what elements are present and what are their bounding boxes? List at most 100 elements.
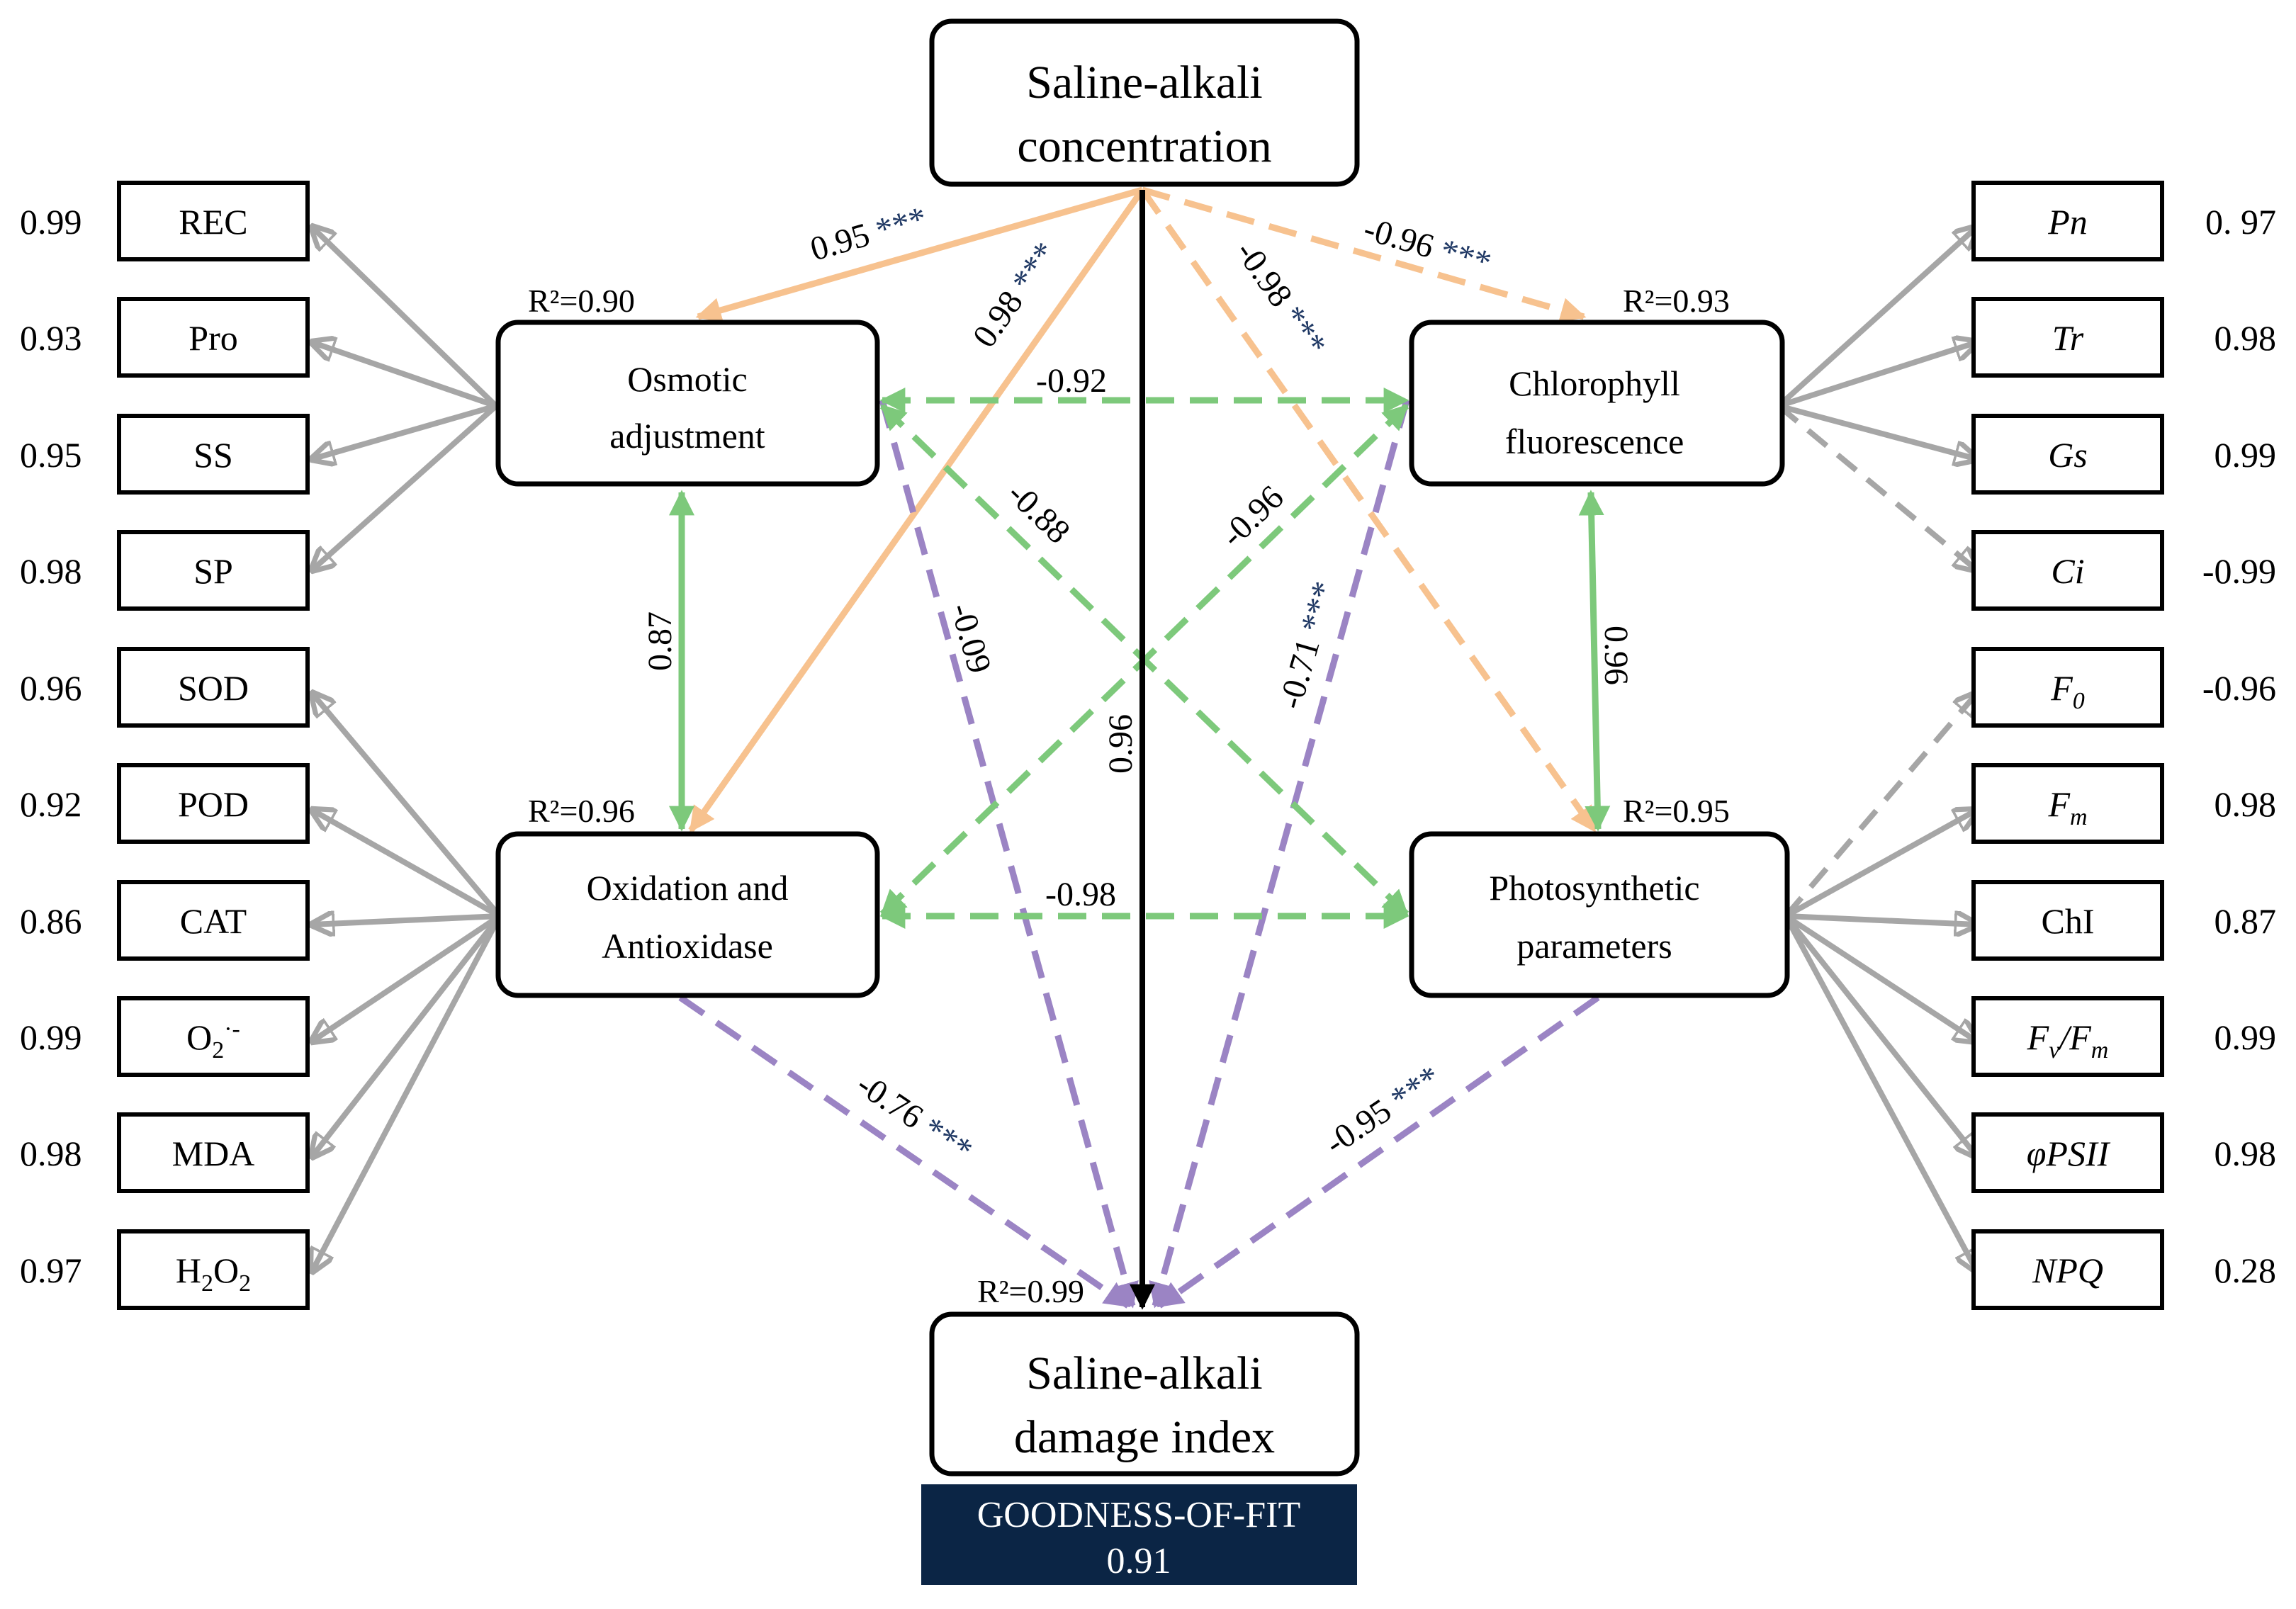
edge-osm-rec [312, 227, 498, 408]
indicator-mda: MDA 0.98 [20, 1112, 310, 1193]
svg-text:MDA: MDA [172, 1134, 255, 1173]
svg-text:Gs: Gs [2048, 435, 2088, 475]
edge-chl-pn [1777, 227, 1977, 408]
chlorophyll-r2: R²=0.93 [1623, 283, 1730, 319]
edge-oxi-dmg [678, 995, 1130, 1309]
indicator-sp: SP 0.98 [20, 530, 310, 611]
label-osm-oxi: 0.87 [641, 611, 679, 671]
label-conc-oxi: 0.98 *** [965, 235, 1064, 354]
indicator-superoxide: O2·- 0.99 [20, 996, 310, 1077]
photosynthetic-line2: parameters [1516, 926, 1672, 966]
loading-ci: -0.99 [2202, 551, 2276, 591]
loading-mda: 0.98 [20, 1134, 82, 1173]
loading-superoxide: 0.99 [20, 1017, 82, 1057]
edge-osm-pro [312, 342, 497, 409]
loading-pro: 0.93 [20, 318, 82, 358]
goodness-of-fit-badge: GOODNESS-OF-FIT 0.91 [921, 1484, 1357, 1585]
loading-pod: 0.92 [20, 784, 82, 824]
loading-ss: 0.95 [20, 435, 82, 475]
damage-r2: R²=0.99 [977, 1273, 1084, 1309]
svg-text:SOD: SOD [178, 668, 249, 708]
label-chl-dmg: -0.71 *** [1271, 577, 1344, 713]
svg-text:Tr: Tr [2052, 318, 2084, 358]
indicator-ss: SS 0.95 [20, 414, 310, 495]
loading-sod: 0.96 [20, 668, 82, 708]
oxidation-line1: Oxidation and [587, 868, 789, 908]
label-chl-pho: 0.96 [1597, 626, 1635, 685]
photosynthetic-parameters-node: Photosynthetic parameters R²=0.95 [1409, 793, 1790, 998]
loading-tr: 0.98 [2215, 318, 2277, 358]
edge-chl-dmg [1149, 399, 1410, 1309]
oxidation-line2: Antioxidase [602, 926, 773, 966]
gof-value: 0.91 [1107, 1541, 1171, 1581]
label-conc-dmg: 0.96 [1102, 714, 1139, 774]
indicator-f0: F0 -0.96 [1971, 647, 2276, 728]
indicator-chi: ChI 0.87 [1971, 880, 2277, 961]
edge-pho-fvfm [1784, 913, 1977, 1041]
indicator-pn: Pn 0. 97 [1971, 181, 2276, 261]
concentration-line1: Saline-alkali [1026, 57, 1263, 108]
loading-npq: 0.28 [2215, 1250, 2277, 1290]
edge-osm-dmg [879, 399, 1139, 1309]
svg-text:REC: REC [179, 202, 247, 242]
svg-text:F0: F0 [2050, 668, 2085, 714]
indicator-fvfm: Fv/Fm 0.99 [1971, 996, 2276, 1077]
edge-oxi-pod [312, 810, 501, 919]
loading-rec: 0.99 [20, 202, 82, 242]
edge-chl-tr [1777, 342, 1977, 409]
svg-text:CAT: CAT [180, 901, 247, 941]
indicator-rec: REC 0.99 [20, 181, 310, 261]
osmotic-r2: R²=0.90 [528, 283, 635, 319]
svg-text:Pro: Pro [188, 318, 237, 358]
edge-pho-dmg [1157, 995, 1600, 1309]
edge-chl-pho [1578, 490, 1611, 832]
label-conc-chl: -0.96 *** [1360, 210, 1495, 282]
chlorophyll-line2: fluorescence [1505, 422, 1684, 461]
indicator-edges [312, 227, 1977, 1272]
label-osm-pho: -0.88 [1000, 475, 1077, 551]
loading-fm: 0.98 [2215, 784, 2277, 824]
structural-edges [669, 186, 1611, 1310]
indicator-sod: SOD 0.96 [20, 647, 310, 728]
edge-oxi-o2 [312, 913, 502, 1041]
loading-cat: 0.86 [20, 901, 82, 941]
indicator-ci: Ci -0.99 [1971, 530, 2276, 611]
osmotic-line2: adjustment [609, 416, 765, 456]
chlorophyll-line1: Chlorophyll [1509, 363, 1680, 403]
edge-chl-ci [1777, 403, 1977, 570]
chlorophyll-fluorescence-node: Chlorophyll fluorescence R²=0.93 [1409, 283, 1785, 487]
edge-pho-fm [1784, 810, 1977, 919]
concentration-line2: concentration [1017, 120, 1271, 172]
loading-gs: 0.99 [2215, 435, 2277, 475]
indicator-tr: Tr 0.98 [1971, 297, 2277, 378]
oxidation-antioxidase-node: Oxidation and Antioxidase R²=0.96 [495, 793, 880, 998]
indicator-pro: Pro 0.93 [20, 297, 310, 378]
right-indicators: Pn 0. 97 Tr 0.98 Gs 0.99 Ci -0.99 F0 -0.… [1971, 181, 2277, 1310]
left-indicators: REC 0.99 Pro 0.93 SS 0.95 SP 0.98 SOD 0.… [20, 181, 310, 1310]
loading-sp: 0.98 [20, 551, 82, 591]
svg-text:Fm: Fm [2047, 784, 2087, 830]
edge-oxi-sod [312, 693, 502, 918]
label-oxi-pho: -0.98 [1045, 876, 1116, 913]
edge-osm-ss [312, 403, 497, 459]
edge-pho-npq [1783, 915, 1977, 1272]
concentration-node: Saline-alkali concentration [929, 18, 1360, 187]
label-oxi-chl: -0.96 [1214, 478, 1291, 555]
label-pho-dmg: -0.95 *** [1318, 1058, 1447, 1163]
indicator-npq: NPQ 0.28 [1971, 1229, 2277, 1310]
loading-chi: 0.87 [2215, 901, 2277, 941]
svg-text:φPSII: φPSII [2027, 1134, 2111, 1173]
svg-text:SS: SS [193, 435, 233, 475]
edge-pho-f0 [1783, 693, 1977, 918]
oxidation-r2: R²=0.96 [528, 793, 635, 829]
indicator-pod: POD 0.92 [20, 763, 310, 844]
edge-pho-phipsii [1783, 914, 1977, 1157]
label-osm-dmg: -0.09 [943, 599, 999, 677]
indicator-phipsii: φPSII 0.98 [1971, 1112, 2276, 1193]
photosynthetic-line1: Photosynthetic [1489, 868, 1699, 908]
damage-line2: damage index [1014, 1411, 1275, 1463]
edge-osm-sp [312, 404, 498, 570]
indicator-fm: Fm 0.98 [1971, 763, 2277, 844]
edge-pho-chi [1785, 916, 1977, 925]
